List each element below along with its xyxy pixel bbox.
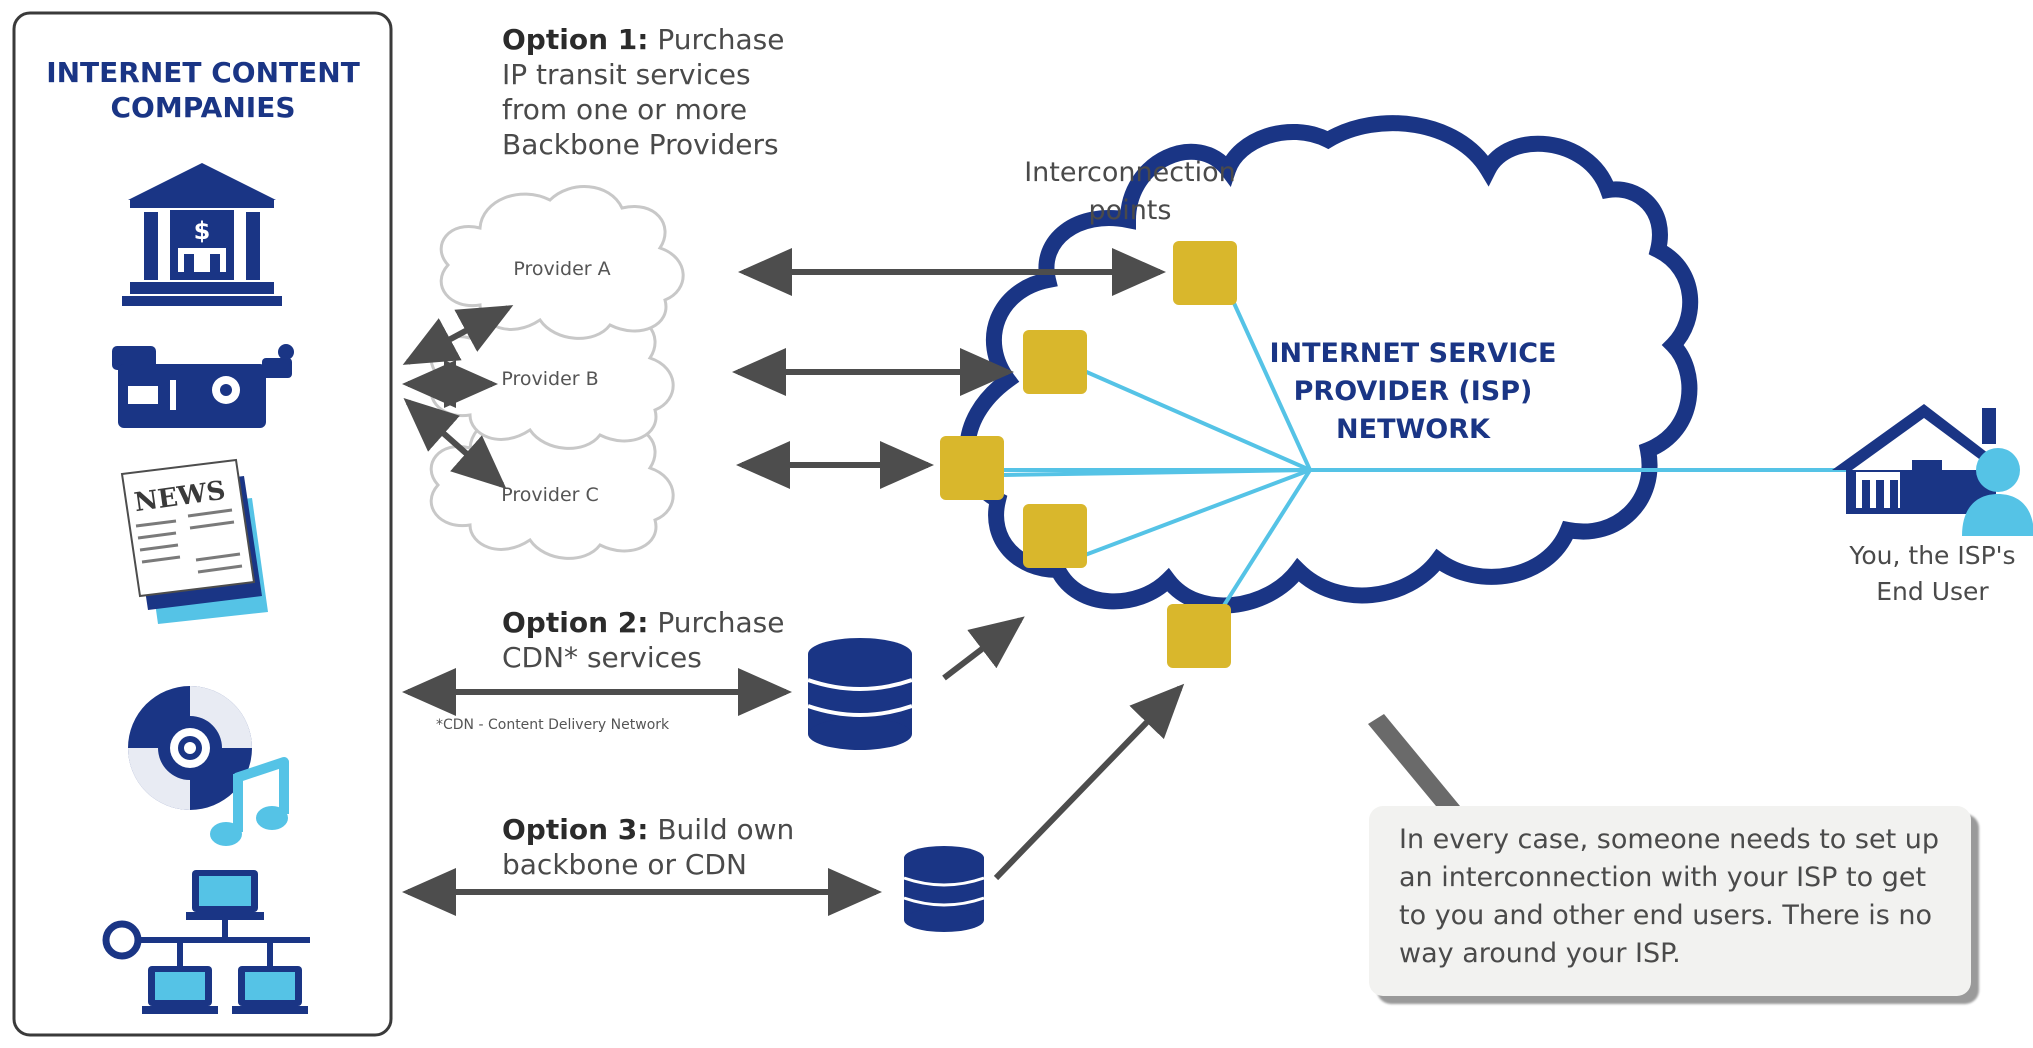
option1-line2: IP transit services (502, 58, 751, 91)
panel-title: INTERNET CONTENT COMPANIES (18, 55, 388, 125)
own-backbone-database-icon (903, 846, 985, 932)
isp-title-line3: NETWORK (1336, 414, 1490, 445)
provider-b-label: Provider B (501, 368, 599, 390)
network-computers-icon (102, 870, 310, 1014)
arrow-panel-provider-c (403, 398, 507, 489)
end-user-house-icon (1832, 404, 2010, 514)
newspaper-icon: NEWS (120, 458, 268, 624)
interconnection-label: Interconnection points (1005, 154, 1255, 230)
interconnection-point (940, 436, 1004, 500)
option3-label: Option 3: (502, 813, 649, 846)
cd-music-icon (128, 686, 289, 846)
provider-cloud-a (439, 185, 685, 340)
video-camera-icon (112, 344, 294, 428)
end-user-person-icon (1962, 448, 2033, 536)
end-user-label: You, the ISP's End User (1832, 538, 2033, 610)
panel-title-line1: INTERNET CONTENT (46, 56, 360, 89)
option1-text: Option 1: Purchase IP transit services f… (502, 22, 832, 162)
arrow-panel-provider-a (402, 305, 514, 365)
end-user-line1: You, the ISP's (1849, 541, 2016, 570)
panel-title-line2: COMPANIES (110, 91, 296, 124)
isp-title-line2: PROVIDER (ISP) (1293, 376, 1533, 407)
cdn-database-icon (807, 638, 913, 750)
isp-network-title: INTERNET SERVICE PROVIDER (ISP) NETWORK (1248, 335, 1578, 449)
isp-network-cloud (959, 115, 1699, 614)
option3-line1: Build own (648, 813, 795, 846)
option2-line2: CDN* services (502, 641, 702, 674)
provider-a-label: Provider A (513, 258, 611, 280)
callout-text: In every case, someone needs to set up a… (1399, 824, 1939, 969)
bank-icon: $ (122, 163, 282, 306)
interconnection-point (1023, 330, 1087, 394)
callout-pointer (1368, 714, 1460, 806)
option2-text: Option 2: Purchase CDN* services (502, 605, 832, 675)
end-user-line2: End User (1876, 577, 1989, 606)
interconnection-points (940, 241, 1237, 668)
option2-line1: Purchase (648, 606, 785, 639)
interconnection-point (1023, 504, 1087, 568)
option2-label: Option 2: (502, 606, 649, 639)
connection-arrows (402, 248, 1185, 916)
option1-line3: from one or more (502, 93, 748, 126)
bank-dollar-sign: $ (194, 217, 211, 245)
arrow-own-isp (993, 683, 1185, 881)
interconnection-line1: Interconnection (1024, 157, 1236, 188)
cdn-footnote: *CDN - Content Delivery Network (436, 717, 670, 733)
option3-line2: backbone or CDN (502, 848, 747, 881)
interconnection-point (1167, 604, 1231, 668)
arrow-cdn-isp (942, 616, 1025, 681)
interconnection-line2: points (1088, 195, 1172, 226)
isp-title-line1: INTERNET SERVICE (1269, 338, 1557, 369)
option1-label: Option 1: (502, 23, 649, 56)
provider-c-label: Provider C (501, 484, 599, 506)
option1-line1: Purchase (648, 23, 785, 56)
callout-box (1369, 806, 1971, 996)
option3-text: Option 3: Build own backbone or CDN (502, 812, 832, 882)
option1-line4: Backbone Providers (502, 128, 779, 161)
interconnection-point (1173, 241, 1237, 305)
